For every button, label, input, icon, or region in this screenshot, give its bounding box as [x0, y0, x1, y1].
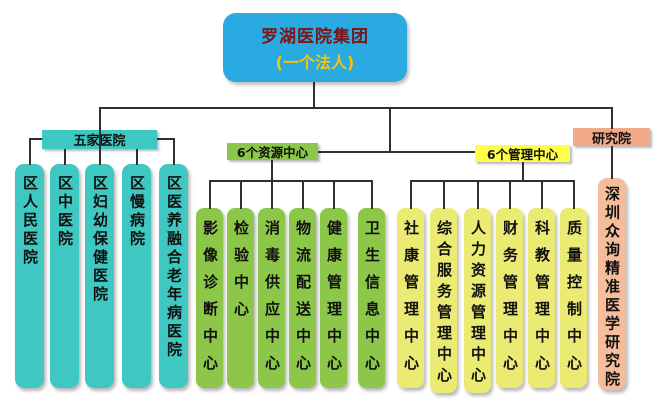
resource-center-box: 卫生信息中心 [358, 208, 385, 388]
resource-center-box: 检验中心 [227, 208, 254, 388]
management-center-box: 社康管理中心 [397, 208, 424, 388]
management-center-box: 人力资源管理中心 [464, 208, 491, 393]
group-header-management-centers: 6个管理中心 [475, 145, 570, 162]
management-center-box: 财务管理中心 [496, 208, 523, 388]
institute-box: 深圳众询精准医学研究院 [598, 178, 626, 390]
hospital-box: 区慢病院 [122, 164, 151, 388]
management-center-box: 综合服务管理中心 [430, 208, 457, 393]
resource-center-box: 物流配送中心 [289, 208, 316, 388]
resource-center-box: 影像诊断中心 [196, 208, 223, 388]
group-header-institute: 研究院 [573, 128, 650, 147]
root-node: 罗湖医院集团 (一个法人) [223, 13, 407, 82]
resource-center-box: 消毒供应中心 [258, 208, 285, 388]
management-center-box: 质量控制中心 [560, 208, 587, 388]
resource-center-box: 健康管理中心 [320, 208, 347, 388]
management-center-box: 科教管理中心 [528, 208, 555, 388]
hospital-box: 区医养融合老年病医院 [159, 164, 188, 388]
root-subtitle: (一个法人) [275, 53, 355, 72]
hospital-box: 区人民医院 [15, 164, 44, 388]
hospital-box: 区中医院 [50, 164, 79, 388]
group-header-resource-centers: 6个资源中心 [227, 143, 318, 160]
root-title: 罗湖医院集团 [261, 27, 369, 47]
hospital-box: 区妇幼保健医院 [85, 164, 114, 388]
